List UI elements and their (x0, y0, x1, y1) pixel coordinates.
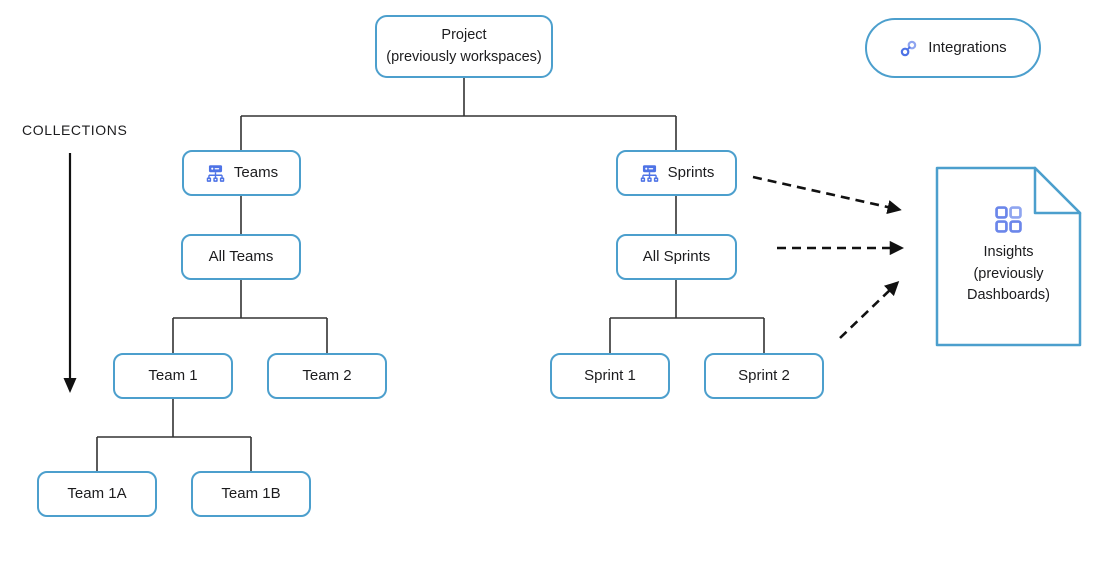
integrations-label: Integrations (928, 39, 1007, 56)
collections-arrow (63, 153, 77, 393)
team-1-label: Team 1 (148, 367, 198, 384)
node-all-sprints: All Sprints (616, 234, 737, 280)
dashed-arrow-sprints-to-insights (752, 175, 902, 215)
node-team-1a: Team 1A (37, 471, 157, 517)
project-subtitle: (previously workspaces) (386, 49, 542, 65)
node-all-teams: All Teams (181, 234, 301, 280)
node-sprint-2: Sprint 2 (704, 353, 824, 399)
sprint-1-label: Sprint 1 (584, 367, 636, 384)
org-chart-icon (205, 163, 226, 184)
insights-subtitle-2: Dashboards) (966, 287, 1050, 304)
sprints-label: Sprints (667, 164, 715, 181)
link-icon (899, 39, 918, 58)
org-chart-icon (639, 163, 660, 184)
node-insights: Insights (previously Dashboards) (937, 168, 1080, 345)
tree-connectors (96, 78, 765, 471)
team-1b-label: Team 1B (221, 485, 281, 502)
teams-label: Teams (233, 164, 279, 181)
node-team-1b: Team 1B (191, 471, 311, 517)
all-teams-label: All Teams (208, 248, 274, 265)
sprint-2-label: Sprint 2 (738, 367, 790, 384)
dashed-arrow-sprint-items-to-insights (839, 281, 900, 339)
insights-subtitle-1: (previously (973, 265, 1044, 282)
node-teams: Teams (182, 150, 301, 196)
node-sprints: Sprints (616, 150, 737, 196)
project-title: Project (441, 26, 487, 43)
node-team-2: Team 2 (267, 353, 387, 399)
node-sprint-1: Sprint 1 (550, 353, 670, 399)
node-project: Project (previously workspaces) (375, 15, 553, 78)
team-2-label: Team 2 (302, 367, 352, 384)
all-sprints-label: All Sprints (642, 248, 711, 265)
node-integrations: Integrations (865, 18, 1041, 78)
node-team-1: Team 1 (113, 353, 233, 399)
grid-icon (995, 206, 1022, 233)
team-1a-label: Team 1A (67, 485, 127, 502)
collections-label: COLLECTIONS (22, 122, 128, 138)
insights-document-shape (935, 166, 1082, 347)
insights-title: Insights (983, 243, 1034, 260)
